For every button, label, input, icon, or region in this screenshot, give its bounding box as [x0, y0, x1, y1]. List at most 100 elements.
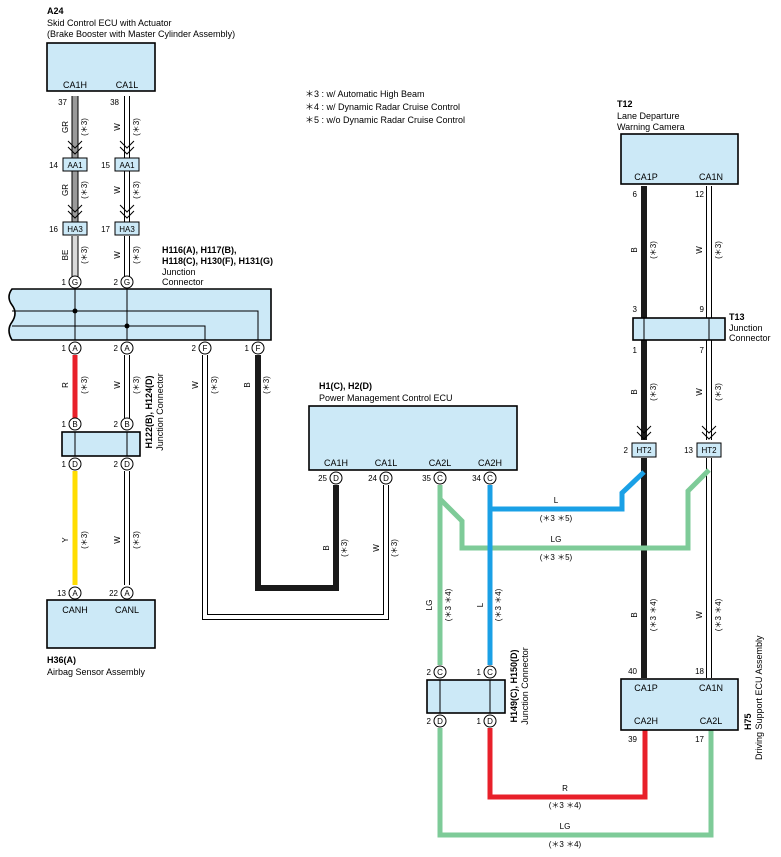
- label-w-9: W: [695, 388, 704, 396]
- h149-pin-c-1-label: C: [487, 668, 493, 677]
- h122-codes: H122(B), H124(D): [144, 375, 154, 448]
- ha3-num-16: 16: [49, 225, 58, 234]
- h75-code: H75: [743, 713, 753, 730]
- h1-pin-ca2h: CA2H: [478, 458, 502, 468]
- h116-bot-num-3: 2: [192, 344, 197, 353]
- h116-pin-f-2-label: F: [203, 344, 208, 353]
- h116-pin-a-1: [68, 341, 82, 355]
- h36-num-13: 13: [57, 589, 66, 598]
- label-n3-w-4: (＊3): [132, 376, 141, 394]
- label-r-2: R: [562, 784, 568, 793]
- label-n3-w-6: (＊3): [132, 531, 141, 549]
- label-n3-w-7: (＊3): [390, 539, 399, 557]
- h1-name: Power Management Control ECU: [319, 393, 453, 403]
- h122-pin-d-1-label: D: [72, 460, 78, 469]
- t12-pin-ca1p: CA1P: [634, 172, 658, 182]
- h149-name: Junction Connector: [520, 647, 530, 725]
- h116-top-num-2: 2: [114, 278, 119, 287]
- h122-pin-b-2-label: B: [124, 420, 129, 429]
- label-lg-3: LG: [560, 822, 571, 831]
- label-n3-b-3: (＊3): [649, 241, 658, 259]
- h1-pin-ca1l: CA1L: [375, 458, 398, 468]
- h116-pin-g-1: [68, 275, 82, 289]
- label-n3n4-w-10: (＊3 ＊4): [714, 598, 723, 631]
- a24-num-37: 37: [58, 98, 67, 107]
- ht2-num-13: 13: [684, 446, 693, 455]
- h36-pin-canh: CANH: [62, 605, 88, 615]
- t12-pin-ca1n: CA1N: [699, 172, 723, 182]
- connector-ha3: HA3 HA3 16 17: [49, 204, 140, 236]
- ha3-label-w: HA3: [119, 225, 135, 234]
- component-a24: A24 Skid Control ECU with Actuator (Brak…: [46, 6, 235, 107]
- label-r-1: R: [61, 382, 70, 388]
- component-h116: H116(A), H117(B), H118(C), H130(F), H131…: [8, 245, 273, 355]
- h116-bot-num-1: 1: [62, 344, 67, 353]
- label-w-7: W: [372, 544, 381, 552]
- h75-num-17: 17: [695, 735, 704, 744]
- t13-code: T13: [729, 312, 745, 322]
- h1-box: [308, 405, 518, 471]
- label-b-1: B: [243, 382, 252, 387]
- h116-box: [8, 288, 272, 341]
- h122-pin-b-1-label: B: [72, 420, 77, 429]
- aa1-num-15: 15: [101, 161, 110, 170]
- note-5: ＊5 : w/o Dynamic Radar Cruise Control: [305, 115, 465, 125]
- wire-labels-h1: L (＊3 ＊5) LG (＊3 ＊5) LG (＊3 ＊4) L (＊3 ＊4…: [425, 496, 582, 849]
- label-n3n5-lg: (＊3 ＊5): [540, 553, 573, 562]
- h116-pin-g-1-label: G: [72, 278, 78, 287]
- aa1-chevron-w-icon: [119, 140, 135, 155]
- h122-num-1d: 1: [62, 460, 67, 469]
- label-n3-w-1: (＊3): [132, 118, 141, 136]
- h1-pin-d-ca1l: [379, 471, 393, 485]
- h75-pin-ca2h: CA2H: [634, 716, 658, 726]
- h116-pin-f-2: [198, 341, 212, 355]
- h36-pin-a-canl: [120, 586, 134, 600]
- label-w-5: W: [191, 381, 200, 389]
- h116-codes-line2: H118(C), H130(F), H131(G): [162, 256, 273, 266]
- h116-bot-num-4: 1: [245, 344, 250, 353]
- h116-pin-f-1-label: F: [256, 344, 261, 353]
- label-gr-2: GR: [61, 184, 70, 196]
- h116-bus-vertical: [74, 289, 128, 340]
- label-n3-b-4: (＊3): [649, 383, 658, 401]
- h149-pin-d-1: [483, 714, 497, 728]
- a24-box: [46, 42, 156, 92]
- wire-labels-mid-left: R (＊3) W (＊3) W (＊3) B (＊3) Y (＊3) W (＊3…: [61, 376, 399, 557]
- h1-pin-c-ca2h-label: C: [487, 474, 493, 483]
- h149-num-2d: 2: [427, 717, 432, 726]
- component-h36: A A 13 22 CANH CANL H36(A) Airbag Sensor…: [46, 586, 156, 677]
- h122-num-2b: 2: [114, 420, 119, 429]
- h122-pin-b-2: [120, 417, 134, 431]
- h122-pin-d-2-label: D: [124, 460, 130, 469]
- t13-box: [632, 317, 726, 341]
- ha3-chevron-w-icon: [119, 204, 135, 219]
- ht2-chevron-w-icon: [701, 425, 717, 440]
- h36-pin-a-canh-label: A: [72, 589, 78, 598]
- h75-pin-ca1n: CA1N: [699, 683, 723, 693]
- label-w-4: W: [113, 381, 122, 389]
- h116-pin-a-2-label: A: [124, 344, 130, 353]
- ha3-num-17: 17: [101, 225, 110, 234]
- h149-pin-c-2-label: C: [437, 668, 443, 677]
- aa1-label-gr: AA1: [67, 161, 83, 170]
- h36-pin-canl: CANL: [115, 605, 139, 615]
- t12-name-line2: Warning Camera: [617, 122, 685, 132]
- h122-lines: [74, 432, 128, 456]
- h116-pin-g-2: [120, 275, 134, 289]
- label-w-3: W: [113, 251, 122, 259]
- label-w-1: W: [113, 123, 122, 131]
- h1-num-35: 35: [422, 474, 431, 483]
- component-t13: 3 9 1 7 T13 Junction Connector: [632, 305, 771, 355]
- label-n3-be: (＊3): [80, 246, 89, 264]
- h36-box: [46, 599, 156, 649]
- h149-lines: [439, 680, 491, 713]
- h116-name-line1: Junction: [162, 267, 196, 277]
- label-n3-w-8: (＊3): [714, 241, 723, 259]
- t12-num-12: 12: [695, 190, 704, 199]
- t13-num-3: 3: [633, 305, 638, 314]
- t12-code: T12: [617, 99, 633, 109]
- connector-ht2: HT2 HT2 2 13: [624, 425, 722, 458]
- label-n3n4-lg-2: (＊3 ＊4): [444, 588, 453, 621]
- wire-lg-h149-h75: [437, 728, 714, 838]
